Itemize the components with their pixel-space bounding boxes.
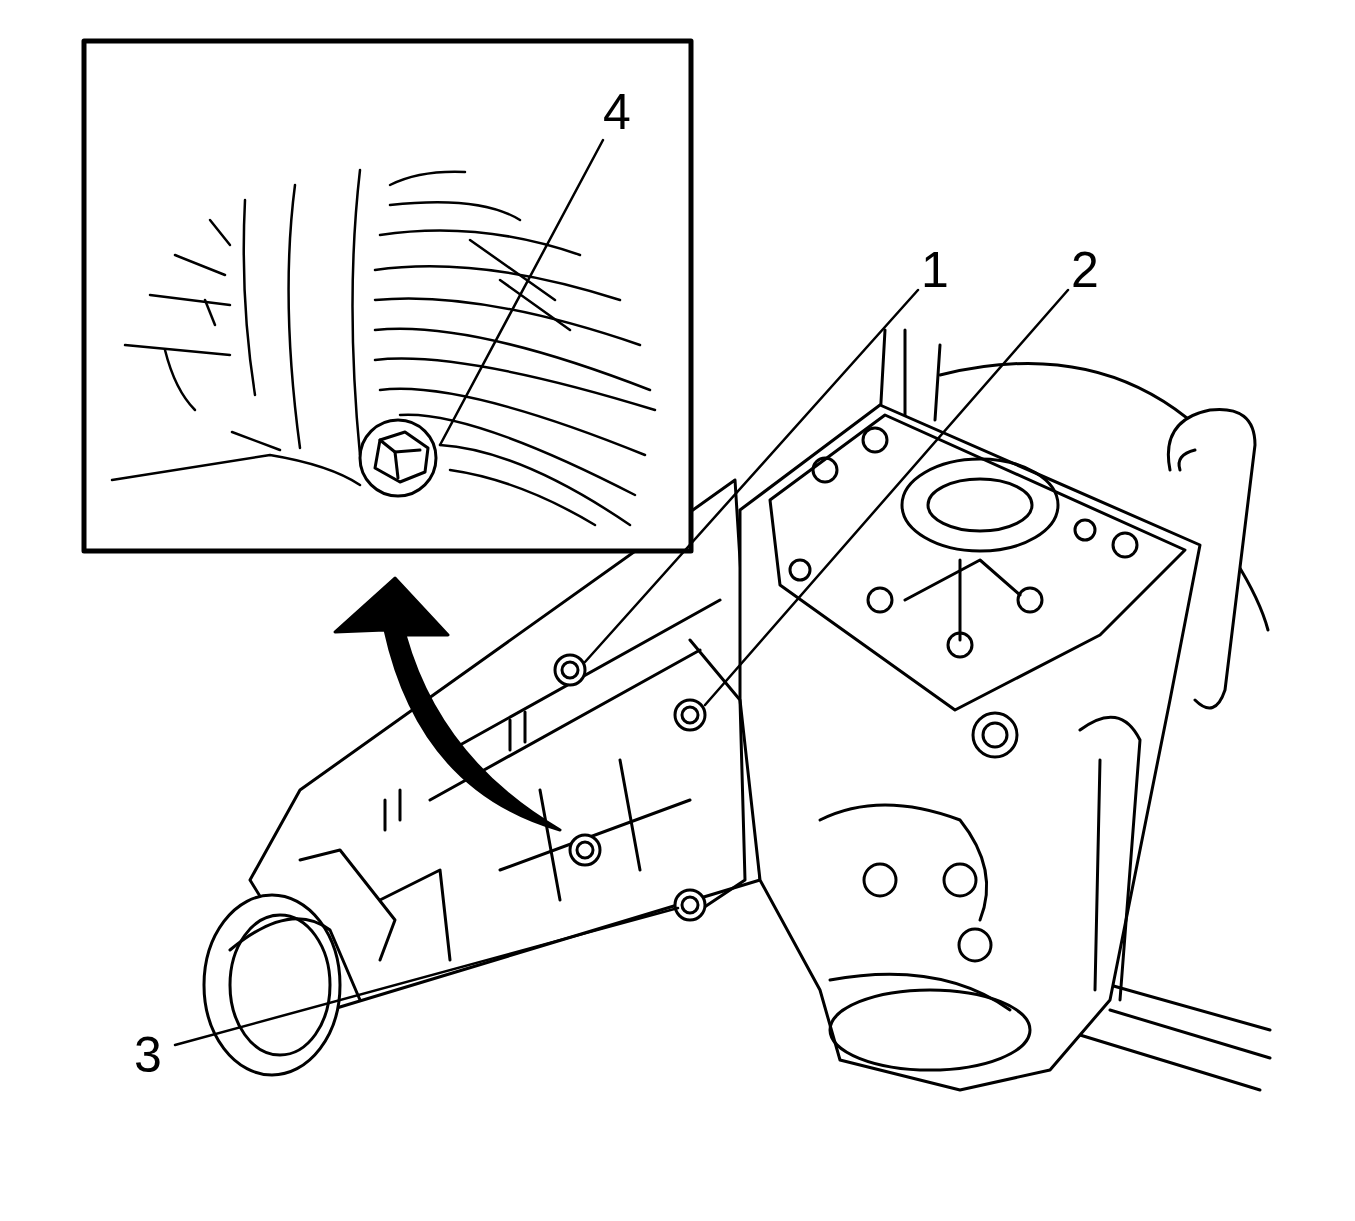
callout-number: 2 <box>1071 245 1099 295</box>
callout-number: 4 <box>603 87 631 137</box>
callout-number: 1 <box>921 245 949 295</box>
callout-number: 3 <box>134 1030 162 1080</box>
